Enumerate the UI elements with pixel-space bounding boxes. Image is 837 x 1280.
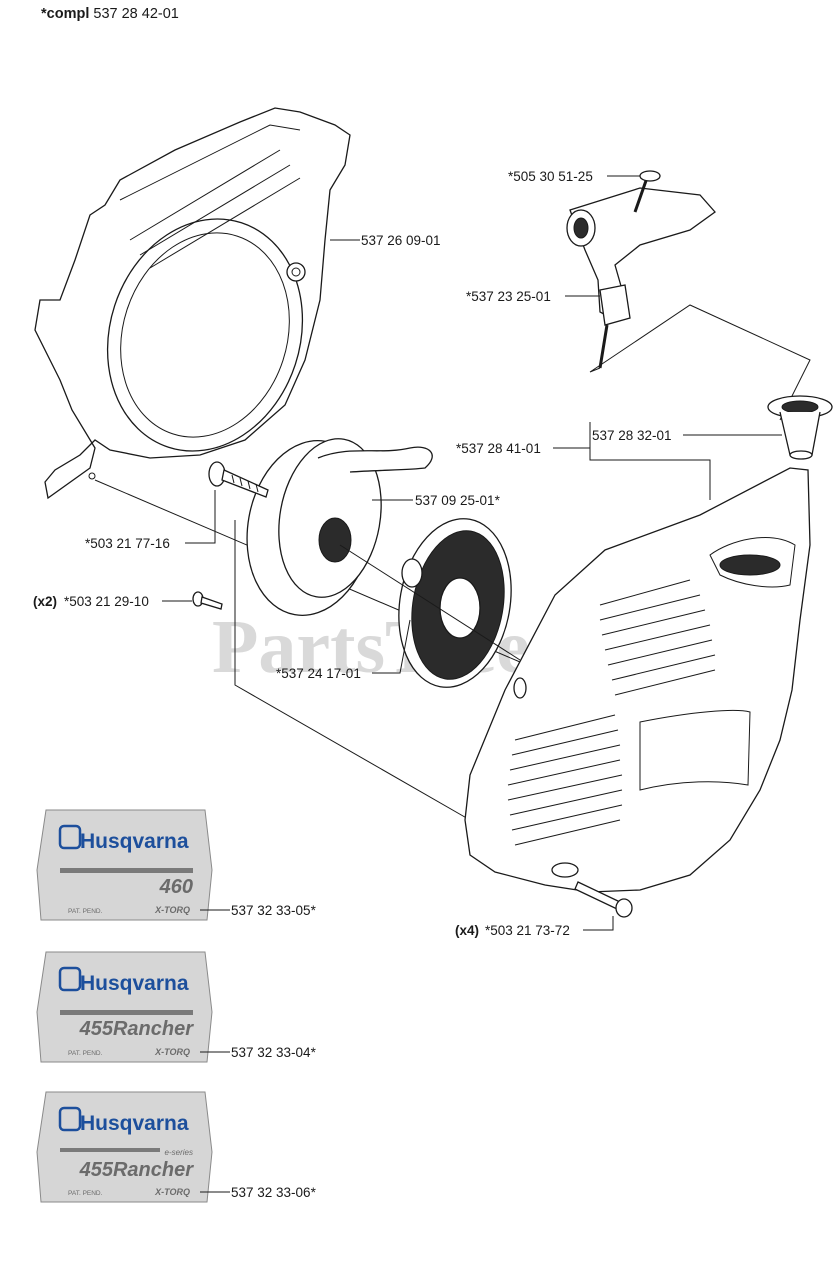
label-pulley: 537 09 25-01* (415, 493, 501, 508)
rope-guide[interactable] (767, 395, 833, 460)
leader-pulley-screw (185, 490, 216, 544)
husqvarna-crown-icon (58, 824, 82, 850)
label-decal-2: 537 32 33-04* (231, 1045, 317, 1060)
decal-eseries-xtorq: X-TORQ (154, 1187, 190, 1197)
label-spring-cassette: *537 24 17-01 (276, 666, 361, 681)
decal-eseries-bar (60, 1148, 160, 1152)
decal-455-xtorq: X-TORQ (154, 1047, 190, 1057)
cover-vents-bottom (507, 714, 623, 846)
fan-cover-housing[interactable] (34, 107, 351, 500)
decal-460-xtorq: X-TORQ (154, 905, 190, 915)
decal-460-brand: Husqvarna (80, 830, 189, 853)
decal-460-model: 460 (159, 876, 193, 898)
decal-455rancher-eseries[interactable]: Husqvarna e-series 455Rancher PAT. PEND.… (36, 1091, 213, 1203)
leader-spring (372, 619, 411, 674)
label-rope-guide: 537 28 32-01 (592, 428, 672, 443)
cover-screw-x4[interactable] (574, 881, 633, 918)
decal-460[interactable]: Husqvarna 460 PAT. PEND. X-TORQ (36, 809, 213, 921)
leader-housing-2 (234, 520, 471, 821)
label-decal-3: 537 32 33-06* (231, 1185, 317, 1200)
bracket-assembly-2 (589, 448, 711, 500)
bracket-assembly (553, 422, 591, 449)
label-screw-x2-qty: (x2) (33, 594, 57, 609)
decal-460-bar (60, 868, 193, 873)
starter-cover[interactable] (464, 467, 811, 893)
label-handle-pin: *505 30 51-25 (508, 169, 593, 184)
label-screw-x4: *503 21 73-72 (485, 923, 570, 938)
starter-handle[interactable] (566, 187, 716, 369)
pulley-screw[interactable] (208, 461, 269, 498)
starter-pulley[interactable] (234, 431, 433, 626)
label-starter-handle: *537 23 25-01 (466, 289, 551, 304)
decal-455rancher[interactable]: Husqvarna 455Rancher PAT. PEND. X-TORQ (36, 951, 213, 1063)
decal-455-bar (60, 1010, 193, 1015)
label-cover-housing: 537 26 09-01 (361, 233, 441, 248)
screw-x2[interactable] (192, 591, 223, 610)
cover-vents-top (599, 579, 716, 696)
husqvarna-crown-icon (58, 1106, 82, 1132)
leader-screw-x4 (583, 916, 614, 931)
label-decal-1: 537 32 33-05* (231, 903, 317, 918)
compl-label: *compl (41, 6, 90, 22)
decal-460-patent: PAT. PEND. (68, 908, 103, 915)
label-screw-x2: *503 21 29-10 (64, 594, 149, 609)
label-starter-assembly: *537 28 41-01 (456, 441, 541, 456)
decal-455-model: 455Rancher (79, 1018, 195, 1040)
axis-line (339, 544, 521, 661)
label-pulley-screw: *503 21 77-16 (85, 536, 170, 551)
leader-handle-to-guide (589, 304, 811, 421)
spring-cassette[interactable] (386, 510, 524, 697)
decal-eseries-brand: Husqvarna (80, 1112, 189, 1135)
compl-header: *compl 537 28 42-01 (41, 6, 179, 22)
decal-455-brand: Husqvarna (80, 972, 189, 995)
decal-455-patent: PAT. PEND. (68, 1050, 103, 1057)
decal-eseries-model: 455Rancher (79, 1159, 195, 1181)
decal-eseries-series: e-series (165, 1148, 193, 1157)
husqvarna-crown-icon (58, 966, 82, 992)
decal-eseries-patent: PAT. PEND. (68, 1190, 103, 1197)
compl-part-number: 537 28 42-01 (93, 6, 179, 22)
label-screw-x4-qty: (x4) (455, 923, 479, 938)
